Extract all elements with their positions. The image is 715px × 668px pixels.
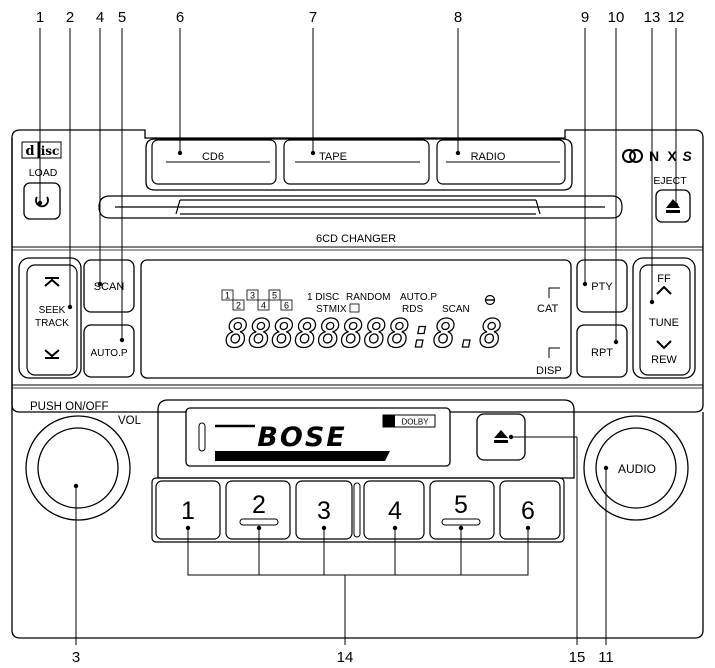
track-label: TRACK <box>35 318 69 329</box>
callout-15: 15 <box>569 649 586 666</box>
callout-12: 12 <box>668 9 685 26</box>
callout-5: 5 <box>118 9 126 26</box>
stereo-indicator-icon <box>484 294 496 306</box>
svg-text:3: 3 <box>250 291 255 301</box>
indicator-random: RANDOM <box>346 292 390 303</box>
callout-3: 3 <box>72 649 80 666</box>
svg-text:X: X <box>667 148 677 164</box>
indicator-scan: SCAN <box>442 304 470 315</box>
callout-8: 8 <box>454 9 462 26</box>
faceplate <box>11 129 704 639</box>
indicator-auto-p: AUTO.P <box>400 292 437 303</box>
svg-text:6: 6 <box>284 301 289 311</box>
svg-text:5: 5 <box>454 491 468 519</box>
seek-track-button[interactable]: SEEK TRACK <box>18 257 82 379</box>
source-button-group <box>145 138 573 191</box>
ff-label: FF <box>657 273 671 285</box>
disp-indicator: DISP <box>536 347 562 377</box>
power-volume-knob[interactable] <box>25 415 131 521</box>
svg-text:BOSE: BOSE <box>257 422 346 453</box>
compact-disc-logo: d isc <box>21 141 62 159</box>
power-label: PUSH ON/OFF <box>30 401 109 413</box>
preset-button-1[interactable]: 1 <box>155 480 221 540</box>
svg-text:CAT: CAT <box>537 303 558 315</box>
rpt-label: RPT <box>591 347 613 359</box>
dolby-logo: DOLBY <box>382 414 436 428</box>
svg-text:2: 2 <box>252 491 266 519</box>
indicator-stmix: STMIX <box>316 304 347 315</box>
callout-14: 14 <box>337 649 354 666</box>
tape-button[interactable]: TAPE <box>283 139 430 185</box>
auto-p-label: AUTO.P <box>90 348 127 359</box>
callout-4: 4 <box>96 9 104 26</box>
svg-text:1: 1 <box>225 291 230 301</box>
scan-button[interactable]: SCAN <box>83 259 135 313</box>
audio-label: AUDIO <box>618 462 656 476</box>
indicator-1-disc: 1 DISC <box>307 292 339 303</box>
svg-text:DISP: DISP <box>536 365 562 377</box>
svg-text:5: 5 <box>272 291 277 301</box>
cassette-bezel <box>157 399 575 479</box>
svg-text:3: 3 <box>317 497 331 525</box>
radio-button[interactable]: RADIO <box>436 139 566 185</box>
callout-7: 7 <box>309 9 317 26</box>
svg-text:isc: isc <box>41 144 60 158</box>
rpt-button[interactable]: RPT <box>576 324 628 378</box>
callout-1: 1 <box>36 9 44 26</box>
preset-button-3[interactable]: 3 <box>295 480 353 540</box>
cd6-label: CD6 <box>202 151 224 163</box>
tune-button[interactable]: FF TUNE REW <box>632 257 696 379</box>
svg-text:6: 6 <box>521 497 535 525</box>
preset-buttons-row <box>151 477 565 543</box>
leader-dots <box>37 150 679 531</box>
eject-label: EJECT <box>653 175 687 187</box>
svg-text:S: S <box>682 148 692 164</box>
rew-label: REW <box>651 354 677 366</box>
cd-slot-indicators: 1 3 5 2 4 6 <box>221 289 293 311</box>
svg-text:1: 1 <box>181 497 195 525</box>
cd6-button[interactable]: CD6 <box>151 139 277 185</box>
radio-label: RADIO <box>471 151 506 163</box>
preset-button-4[interactable]: 4 <box>363 480 425 540</box>
cd-changer-slot <box>98 195 623 219</box>
load-label: LOAD <box>29 167 58 179</box>
callout-13: 13 <box>644 9 661 26</box>
tune-label: TUNE <box>649 317 679 329</box>
cat-indicator: CAT <box>537 287 560 315</box>
svg-text:4: 4 <box>388 497 402 525</box>
tape-label: TAPE <box>319 151 347 163</box>
indicator-dd-box <box>349 303 360 313</box>
callout-9: 9 <box>581 9 589 26</box>
pty-button[interactable]: PTY <box>576 259 628 313</box>
callout-6: 6 <box>176 9 184 26</box>
auto-p-button[interactable]: AUTO.P <box>83 324 135 378</box>
cd-eject-button[interactable] <box>655 189 691 223</box>
svg-text:N: N <box>649 148 659 164</box>
vol-label: VOL <box>118 415 142 427</box>
callout-10: 10 <box>608 9 625 26</box>
top-right-logos: N X S <box>622 148 692 164</box>
svg-text:2: 2 <box>236 301 241 311</box>
svg-text:4: 4 <box>261 301 266 311</box>
changer-label: 6CD CHANGER <box>316 233 396 245</box>
preset-divider <box>353 482 361 538</box>
segment-display: 88888888:8.8 <box>225 312 502 357</box>
svg-text:DOLBY: DOLBY <box>401 418 429 427</box>
callout-2: 2 <box>66 9 74 26</box>
load-button[interactable] <box>23 182 61 220</box>
indicator-rds: RDS <box>402 304 423 315</box>
preset-button-5[interactable]: 5 <box>429 480 495 540</box>
seek-label: SEEK <box>39 305 66 316</box>
bose-logo: BOSE <box>215 422 390 461</box>
leader-lines <box>39 28 677 645</box>
callout-11: 11 <box>598 649 614 666</box>
preset-button-2[interactable]: 2 <box>225 480 291 540</box>
pty-label: PTY <box>591 281 613 293</box>
audio-knob[interactable]: AUDIO <box>583 415 689 521</box>
preset-button-6[interactable]: 6 <box>499 480 561 540</box>
display-panel <box>140 259 572 379</box>
svg-text:d: d <box>25 144 34 159</box>
